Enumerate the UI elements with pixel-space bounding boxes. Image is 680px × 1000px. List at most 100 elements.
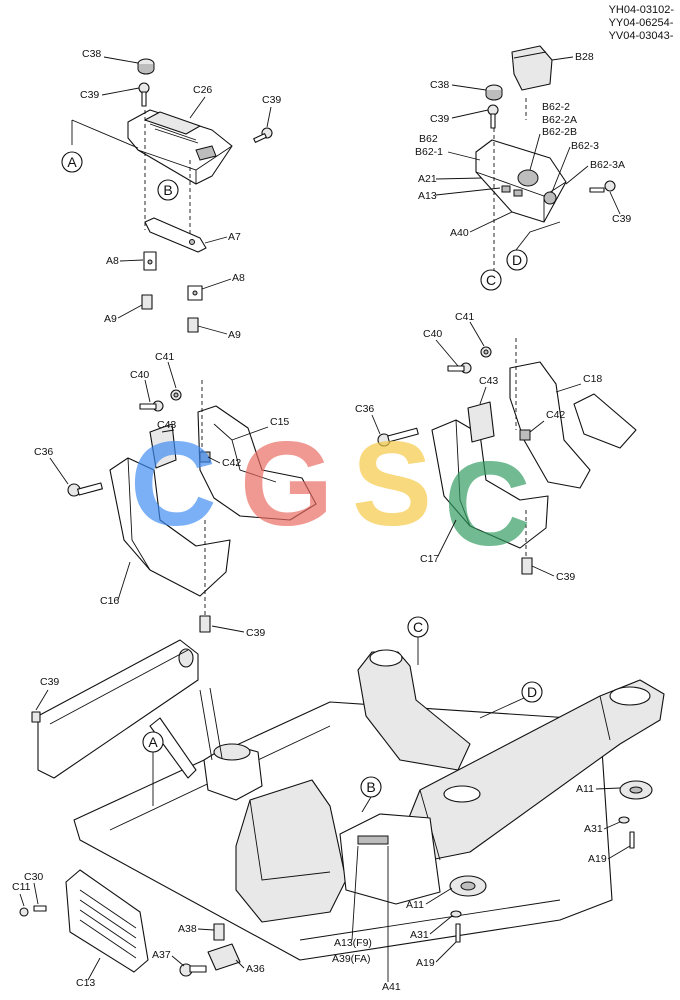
leader-line (49, 457, 69, 485)
part-label: C42 (546, 409, 565, 421)
ref-marker-c-lower: C (407, 616, 429, 638)
leader-line (103, 56, 139, 64)
leader-line (87, 957, 101, 981)
part-label: A7 (228, 231, 241, 243)
part-label: A19 (588, 853, 607, 865)
leader-line (119, 259, 144, 262)
bolt-part (141, 294, 153, 310)
leader-line (435, 941, 457, 963)
leader-line (266, 106, 272, 128)
leader-line (555, 383, 582, 393)
part-label: C43 (479, 375, 498, 387)
ref-marker-text: A (148, 734, 158, 750)
part-label: A21 (418, 173, 437, 185)
cover-c15 (197, 405, 317, 521)
ref-marker-text: A (67, 154, 77, 170)
leader-line (429, 915, 453, 935)
part-label: C43 (157, 419, 176, 431)
ref-marker-text: C (413, 619, 423, 635)
leader-line (204, 236, 228, 244)
leader-line (33, 882, 39, 905)
leader-line (19, 893, 25, 907)
washer-part (450, 910, 462, 918)
ref-marker-text: B (163, 182, 172, 198)
part-label: A36 (246, 963, 265, 975)
watermark-letter: C (130, 417, 217, 551)
leader-line (435, 177, 483, 180)
part-label: C15 (270, 416, 289, 428)
part-label: A19 (416, 957, 435, 969)
leader-line (565, 165, 589, 185)
leader-line (167, 361, 177, 389)
leader-line (437, 519, 457, 557)
ref-marker-a-top: A (61, 151, 83, 173)
part-label: A38 (178, 923, 197, 935)
part-label: C39 (40, 676, 59, 688)
ref-marker-c-top: C (480, 269, 502, 291)
part-label: C38 (82, 48, 101, 60)
clamp-a36 (207, 943, 241, 971)
leader-line (197, 325, 228, 335)
part-label: C40 (423, 328, 442, 340)
leader-line (531, 565, 555, 577)
bolt-part (31, 711, 41, 723)
side-panel (37, 639, 199, 779)
ref-marker-text: D (527, 684, 537, 700)
ref-marker-b-top: B (157, 179, 179, 201)
part-label: C36 (355, 403, 374, 415)
leader-line (117, 304, 143, 319)
part-label: C18 (583, 373, 602, 385)
reference-code: YV04-03043- (608, 30, 674, 42)
part-label: B62-1 (415, 146, 443, 158)
ref-marker-text: B (366, 779, 375, 795)
console-cover-assembly-right (377, 338, 637, 575)
part-label: C16 (100, 595, 119, 607)
part-label: C39 (430, 113, 449, 125)
part-label: A31 (410, 929, 429, 941)
leader-line (101, 87, 140, 96)
console-cover-assembly-left (67, 380, 317, 633)
part-label: A9 (104, 313, 117, 325)
drawing-reference-codes: YH04-03102- YY04-06254- YV04-03043- (609, 4, 674, 43)
leader-line (607, 845, 631, 860)
leader-line (551, 146, 571, 193)
leader-line (351, 845, 359, 941)
part-label: C30 (24, 871, 43, 883)
leader-line (435, 187, 501, 196)
part-label: A13(F9) (334, 937, 372, 949)
leader-line (435, 339, 459, 367)
part-label: A37 (152, 949, 171, 961)
leader-line (117, 561, 131, 601)
leader-line (447, 151, 481, 161)
part-label: B62-3 (571, 140, 599, 152)
ref-marker-d-lower: D (521, 681, 543, 703)
leader-line (595, 787, 621, 790)
bolt-part (604, 180, 616, 192)
part-label: B62-2B (542, 126, 577, 138)
leader-line (529, 420, 545, 433)
washer-part (618, 816, 630, 824)
part-label: B62-2A (542, 114, 577, 126)
part-label: A9 (228, 329, 241, 341)
leader-line (469, 321, 485, 347)
part-label: A8 (232, 272, 245, 284)
leader-line (211, 625, 245, 633)
watermark-letter: G (240, 417, 333, 551)
pocket-b28 (511, 45, 553, 91)
part-label: C13 (76, 977, 95, 989)
leader-line (425, 887, 453, 905)
bracket-a7 (144, 217, 207, 253)
part-label: B62-2 (542, 101, 570, 113)
part-label: C39 (80, 89, 99, 101)
part-label: C40 (130, 369, 149, 381)
part-label: A40 (450, 227, 469, 239)
leader-line (161, 429, 175, 433)
ref-marker-b-lower: B (360, 776, 382, 798)
leader-line (189, 96, 206, 119)
watermark-letter: C (444, 437, 531, 571)
bolt-part (213, 923, 225, 941)
bolt-part (199, 615, 211, 633)
